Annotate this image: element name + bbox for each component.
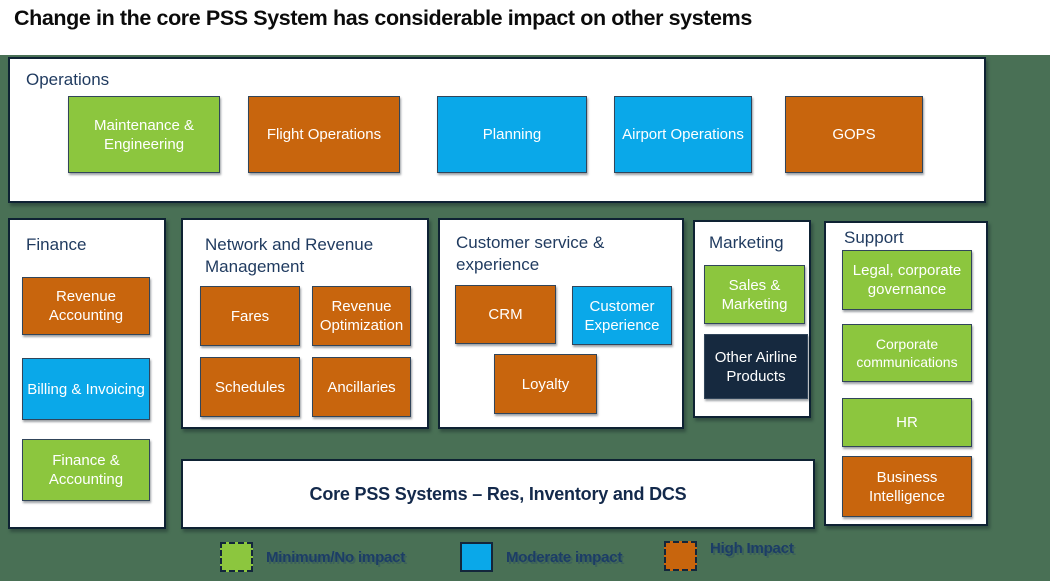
system-box-label: Ancillaries (327, 378, 396, 396)
legend-label-high: High Impact (710, 540, 794, 557)
system-box-corporate-communications: Corporate communications (842, 324, 972, 382)
page-title: Change in the core PSS System has consid… (14, 6, 752, 30)
panel-marketing: Marketing Sales & Marketing Other Airlin… (693, 220, 811, 418)
system-box-other-airline-products: Other Airline Products (704, 334, 808, 399)
legend-swatch-minimum (220, 542, 253, 572)
section-label-marketing: Marketing (709, 233, 784, 252)
system-box-billing-invoicing: Billing & Invoicing (22, 358, 150, 420)
system-box-label: Billing & Invoicing (27, 380, 145, 398)
core-pss-label: Core PSS Systems – Res, Inventory and DC… (309, 483, 687, 504)
system-box-customer-experience: Customer Experience (572, 286, 672, 345)
system-box-label: Airport Operations (622, 126, 744, 143)
section-label-network-revenue-management: Network and Revenue Management (205, 235, 374, 276)
system-box-label: HR (896, 414, 918, 431)
legend-swatch-high (664, 541, 697, 571)
panel-operations: Operations Maintenance & Engineering Fli… (8, 57, 986, 203)
section-label-customer-service-experience: Customer service & experience (456, 233, 605, 274)
system-box-planning: Planning (437, 96, 587, 173)
system-box-airport-operations: Airport Operations (614, 96, 752, 173)
system-box-label: Corporate communications (856, 336, 958, 370)
panel-customer-service-experience: Customer service & experience CRM Custom… (438, 218, 684, 429)
system-box-gops: GOPS (785, 96, 923, 173)
legend-label-minimum: Minimum/No impact (266, 548, 406, 566)
system-box-label: Revenue Optimization (319, 298, 404, 334)
system-box-label: Other Airline Products (714, 348, 798, 385)
system-box-label: Finance & Accounting (48, 452, 124, 488)
system-box-label: CRM (488, 306, 523, 323)
system-box-fares: Fares (200, 286, 300, 346)
system-box-flight-operations: Flight Operations (248, 96, 400, 173)
legend-label-moderate: Moderate impact (506, 548, 623, 566)
system-box-label: GOPS (832, 126, 876, 143)
system-box-schedules: Schedules (200, 357, 300, 417)
system-box-label: Fares (230, 307, 270, 325)
legend-swatch-moderate (460, 542, 493, 572)
section-label-support: Support (844, 228, 904, 247)
system-box-label: Maintenance & Engineering (93, 116, 195, 153)
panel-support: Support Legal, corporate governance Corp… (824, 221, 988, 526)
system-box-revenue-optimization: Revenue Optimization (312, 286, 411, 346)
system-box-label: Sales & Marketing (721, 276, 788, 313)
system-box-legal-corporate-governance: Legal, corporate governance (842, 250, 972, 310)
core-pss-box: Core PSS Systems – Res, Inventory and DC… (181, 459, 815, 529)
system-box-label: Revenue Accounting (48, 288, 124, 324)
system-box-label: Planning (482, 126, 542, 143)
system-box-hr: HR (842, 398, 972, 447)
section-label-finance: Finance (26, 235, 87, 254)
system-box-label: Legal, corporate governance (852, 262, 962, 298)
legend-item-high: High Impact (664, 540, 794, 571)
system-box-loyalty: Loyalty (494, 354, 597, 414)
system-box-business-intelligence: Business Intelligence (842, 456, 972, 517)
system-box-crm: CRM (455, 285, 556, 344)
system-box-label: Business Intelligence (869, 468, 945, 505)
system-box-sales-marketing: Sales & Marketing (704, 265, 805, 324)
legend-item-minimum: Minimum/No impact (220, 542, 405, 572)
system-box-label: Loyalty (521, 375, 570, 393)
system-box-label: Schedules (214, 378, 286, 396)
section-label-operations: Operations (26, 70, 110, 89)
system-box-maintenance-engineering: Maintenance & Engineering (68, 96, 220, 173)
system-box-ancillaries: Ancillaries (312, 357, 411, 417)
system-box-finance-accounting: Finance & Accounting (22, 439, 150, 501)
panel-finance: Finance Revenue Accounting Billing & Inv… (8, 218, 166, 529)
panel-network-revenue-management: Network and Revenue Management Fares Rev… (181, 218, 429, 429)
system-box-revenue-accounting: Revenue Accounting (22, 277, 150, 335)
legend-item-moderate: Moderate impact (460, 542, 622, 572)
system-box-label: Flight Operations (266, 126, 382, 143)
system-box-label: Customer Experience (584, 297, 660, 334)
